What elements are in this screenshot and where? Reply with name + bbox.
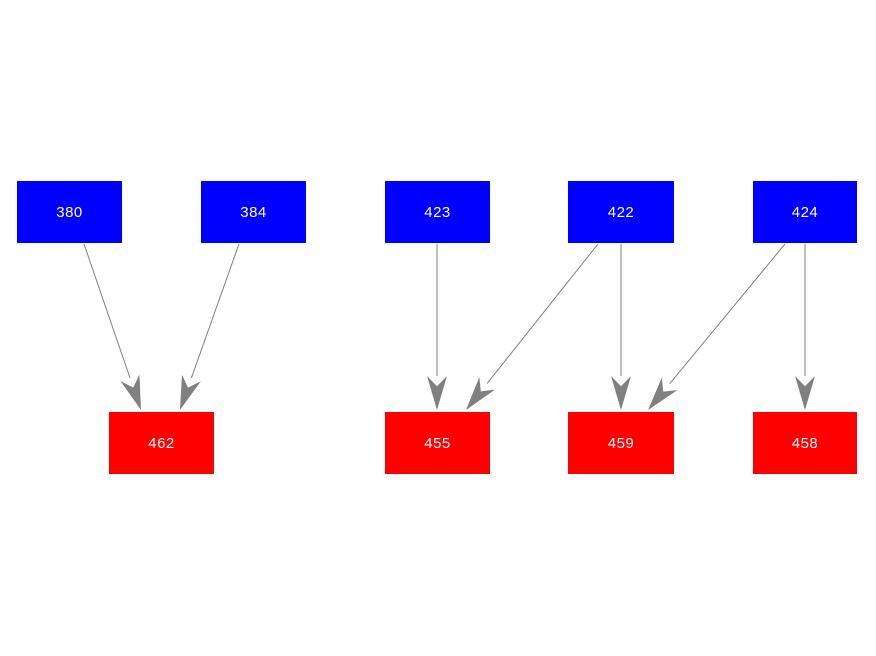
arrowhead-icon xyxy=(795,376,815,410)
edge-line xyxy=(190,243,240,379)
graph-node-422[interactable]: 422 xyxy=(568,181,674,243)
edge-380-to-462 xyxy=(83,243,141,410)
node-label: 380 xyxy=(56,203,83,221)
node-label: 455 xyxy=(424,434,451,452)
edge-424-to-458 xyxy=(795,244,815,410)
graph-node-423[interactable]: 423 xyxy=(385,181,490,243)
edge-line xyxy=(669,243,786,385)
node-label: 422 xyxy=(607,203,635,221)
arrowhead-icon xyxy=(180,374,201,410)
graph-node-459[interactable]: 459 xyxy=(568,412,674,474)
node-label: 459 xyxy=(607,434,635,452)
graph-node-384[interactable]: 384 xyxy=(201,181,306,243)
edge-line xyxy=(486,243,599,384)
arrowhead-icon xyxy=(466,377,495,410)
node-label: 423 xyxy=(424,203,451,221)
edge-423-to-455 xyxy=(427,244,447,410)
graph-node-424[interactable]: 424 xyxy=(753,181,857,243)
node-label: 384 xyxy=(240,203,267,221)
edge-422-to-455 xyxy=(466,243,599,410)
edge-line xyxy=(83,243,131,379)
graph-node-462[interactable]: 462 xyxy=(109,412,214,474)
arrowhead-icon xyxy=(120,374,141,410)
edge-422-to-459 xyxy=(611,244,631,410)
graph-node-458[interactable]: 458 xyxy=(753,412,857,474)
arrowhead-icon xyxy=(611,376,631,410)
edge-424-to-459 xyxy=(648,243,786,410)
arrowhead-icon xyxy=(427,376,447,410)
graph-node-455[interactable]: 455 xyxy=(385,412,490,474)
arrowhead-icon xyxy=(648,377,678,410)
node-label: 424 xyxy=(791,203,819,221)
edge-384-to-462 xyxy=(180,243,240,410)
graph-node-380[interactable]: 380 xyxy=(17,181,122,243)
node-label: 462 xyxy=(148,434,175,452)
node-label: 458 xyxy=(791,434,819,452)
